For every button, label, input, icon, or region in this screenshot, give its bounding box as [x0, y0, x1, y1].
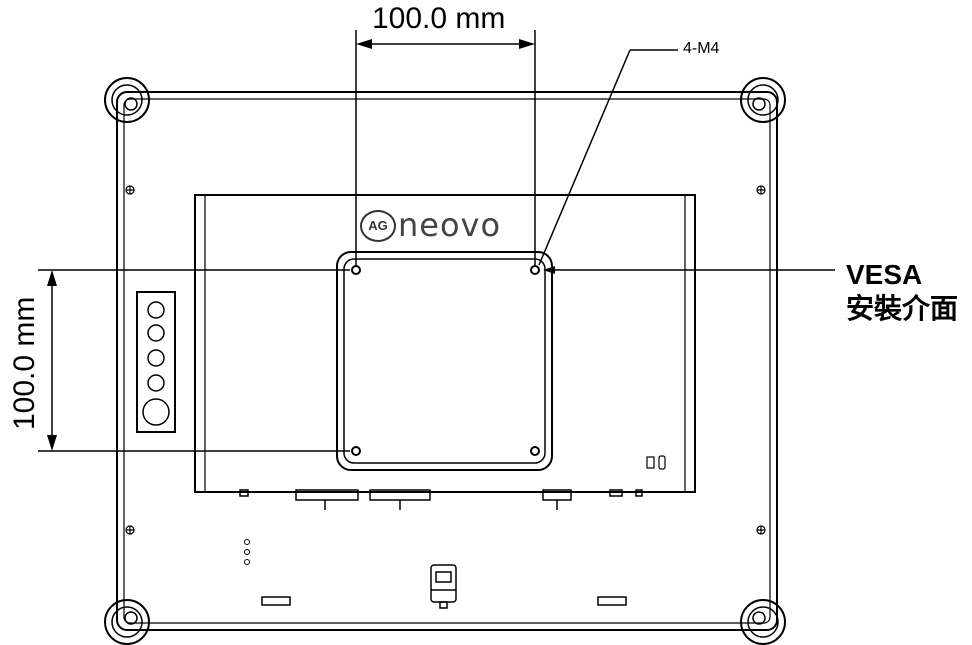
cable-clip	[430, 564, 457, 609]
corner-foot-bottom-left	[104, 599, 150, 645]
button-panel	[136, 291, 176, 433]
corner-foot-top-right	[740, 77, 786, 123]
indicator-dots	[244, 539, 250, 565]
bottom-connectors	[239, 489, 643, 510]
screw-spec-callout: 4-M4	[683, 40, 720, 57]
slot-right	[597, 596, 627, 606]
chassis-outline	[116, 91, 778, 631]
vesa-plate-inner	[343, 258, 546, 464]
rear-housing	[194, 194, 696, 493]
brand-logo-text: neovo	[398, 206, 502, 244]
kensington-lock	[646, 456, 655, 469]
vesa-plate	[336, 251, 553, 471]
dimension-arrows	[47, 39, 555, 451]
vesa-label-line1: VESA	[846, 259, 923, 290]
lock-slot	[658, 455, 666, 470]
chassis-screws	[125, 185, 766, 535]
slot-left	[261, 596, 291, 606]
corner-foot-bottom-right	[740, 599, 786, 645]
vesa-label-line2: 安裝介面	[846, 292, 959, 325]
corner-foot-top-left	[104, 77, 150, 123]
vertical-dimension-label: 100.0 mm	[8, 296, 41, 430]
dimension-lines	[38, 30, 835, 452]
vesa-interface-label: VESA 安裝介面	[846, 258, 958, 326]
panel-buttons	[142, 301, 170, 426]
horizontal-dimension-label: 100.0 mm	[372, 2, 506, 35]
chassis-inner-outline	[123, 98, 771, 624]
vesa-holes	[351, 265, 540, 456]
brand-logo-badge: AG	[360, 210, 396, 242]
